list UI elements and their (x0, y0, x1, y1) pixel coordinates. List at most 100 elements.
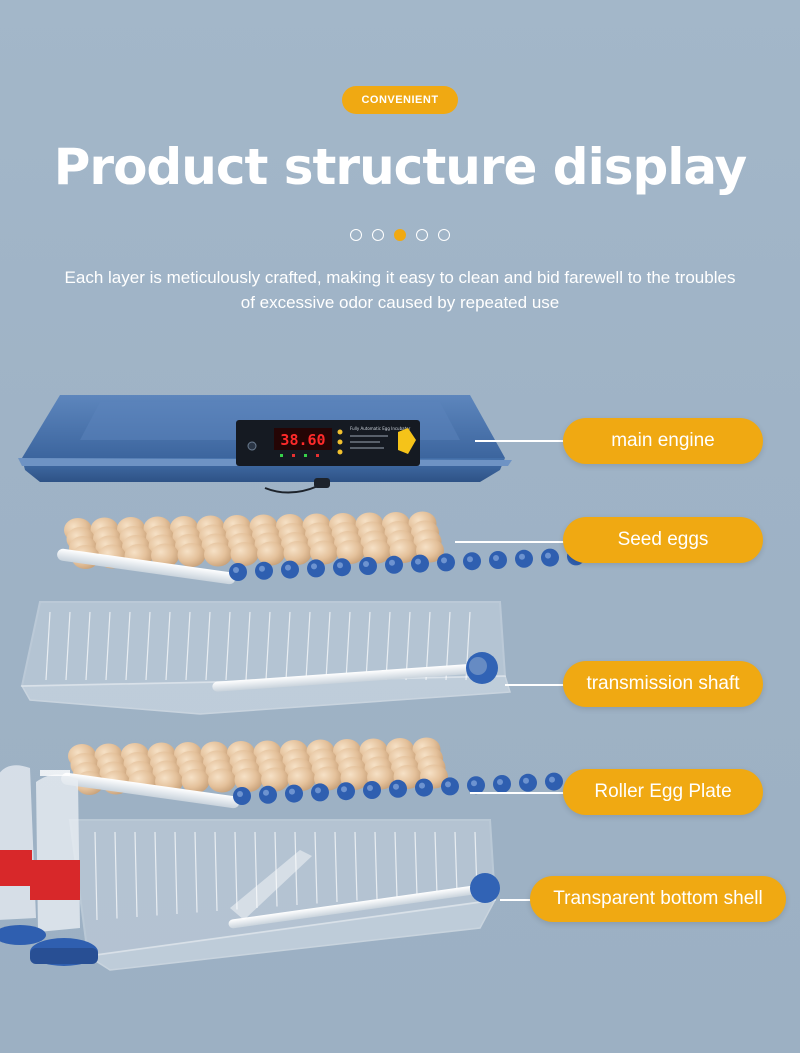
tray-rib (305, 611, 311, 681)
tray-rib (225, 611, 231, 681)
tray-rib (145, 611, 151, 681)
roller-cap-highlight (341, 786, 347, 793)
shell-rib (434, 831, 438, 895)
panel-label-text: Fully Automatic Egg Incubator (350, 426, 411, 431)
incubator-exploded-view: 38.60 Fully Automatic Egg Incubator (0, 395, 589, 971)
shell-rib (154, 831, 158, 916)
roller-rod (57, 548, 236, 585)
page-title: Product structure display (53, 138, 747, 196)
pagination-dot-3[interactable] (394, 229, 406, 241)
shell-rib (314, 831, 318, 904)
pagination-dot-4[interactable] (416, 229, 428, 241)
shell-rib (134, 831, 138, 918)
egg (310, 540, 338, 565)
shell-rib (274, 831, 278, 907)
leader-line-bottom-shell (500, 899, 535, 901)
pagination-dot-5[interactable] (438, 229, 450, 241)
tray-rib (65, 611, 71, 681)
page-description: Each layer is meticulously crafted, maki… (64, 268, 736, 312)
pagination-dots (350, 229, 450, 241)
shell-rib (194, 831, 198, 913)
roller-cap-highlight (237, 791, 243, 797)
tray-rib (285, 611, 291, 681)
tray-rib (265, 611, 271, 681)
convenient-badge: CONVENIENT (342, 86, 458, 114)
tray-rib (385, 611, 391, 681)
shell-rib (394, 831, 398, 898)
shell-rib (374, 831, 378, 900)
label-seed-eggs: Seed eggs (563, 517, 763, 563)
tray-rib (125, 611, 131, 681)
transparent-bottom-shell (68, 819, 500, 971)
leader-line-seed-eggs (455, 541, 565, 543)
label-transmission-shaft: transmission shaft (563, 661, 763, 707)
tray-rib (345, 611, 351, 681)
egg (208, 768, 236, 793)
shell-rib (114, 831, 118, 919)
roller-cap-highlight (259, 565, 265, 572)
roller-cap-highlight (419, 782, 425, 789)
leader-line-main-engine (475, 440, 565, 442)
roller-cap-highlight (289, 788, 295, 795)
egg (336, 540, 365, 564)
main-engine-lid: 38.60 Fully Automatic Egg Incubator (18, 395, 512, 494)
egg (230, 542, 259, 566)
shell-rib (94, 831, 98, 921)
tray-rib (165, 611, 171, 681)
roller-cap-highlight (445, 781, 451, 788)
shell-rib (354, 831, 358, 901)
shell-rib (414, 831, 418, 897)
shell-rib (214, 831, 218, 912)
egg (283, 541, 312, 565)
egg (261, 767, 289, 792)
roller-cap-highlight (367, 785, 373, 791)
roller-cap-highlight (467, 556, 473, 563)
egg (204, 542, 232, 567)
shell-rib (234, 831, 238, 910)
leader-line-roller-egg-plate (470, 792, 565, 794)
pagination-dot-1[interactable] (350, 229, 362, 241)
egg (177, 543, 206, 567)
roller-cap-highlight (549, 776, 555, 783)
roller-cap-highlight (337, 562, 343, 569)
roller-cap-highlight (471, 780, 477, 787)
roller-cap-highlight (285, 564, 291, 571)
roller-cap-highlight (497, 779, 503, 785)
water-bottles (0, 765, 98, 966)
label-roller-egg-plate: Roller Egg Plate (563, 769, 763, 815)
roller-cap-highlight (493, 555, 499, 561)
tray-rib (365, 611, 371, 681)
tray-rib (205, 611, 211, 681)
shell-rib (174, 831, 178, 915)
roller-cap-highlight (441, 557, 447, 564)
label-main-engine: main engine (563, 418, 763, 464)
leader-line-transmission-shaft (505, 684, 565, 686)
tray-rib (245, 611, 251, 681)
roller-cap-highlight (519, 553, 525, 560)
tray-rib (105, 611, 111, 681)
egg (181, 769, 210, 793)
tray-rib (185, 611, 191, 681)
egg (257, 541, 285, 566)
display-readout: 38.60 (280, 431, 325, 449)
label-transparent-bottom-shell: Transparent bottom shell (530, 876, 786, 922)
roller-cap-highlight (393, 783, 399, 790)
roller-egg-plate (61, 737, 589, 809)
shell-rib (294, 831, 298, 906)
transmission-shaft-tray (20, 601, 511, 715)
roller-cap-highlight (523, 777, 529, 784)
roller-cap-highlight (263, 789, 269, 796)
roller-rod (61, 772, 240, 809)
pagination-dot-2[interactable] (372, 229, 384, 241)
shell-rib (454, 831, 458, 894)
roller-cap-highlight (545, 552, 551, 559)
egg (151, 543, 179, 568)
egg (234, 768, 263, 792)
roller-cap-highlight (363, 561, 369, 567)
tray-rib (325, 611, 331, 681)
shell-rib (254, 831, 258, 909)
roller-cap-highlight (233, 567, 239, 573)
roller-cap-highlight (311, 563, 317, 570)
tray-rib (85, 611, 91, 681)
roller-cap-highlight (415, 558, 421, 565)
